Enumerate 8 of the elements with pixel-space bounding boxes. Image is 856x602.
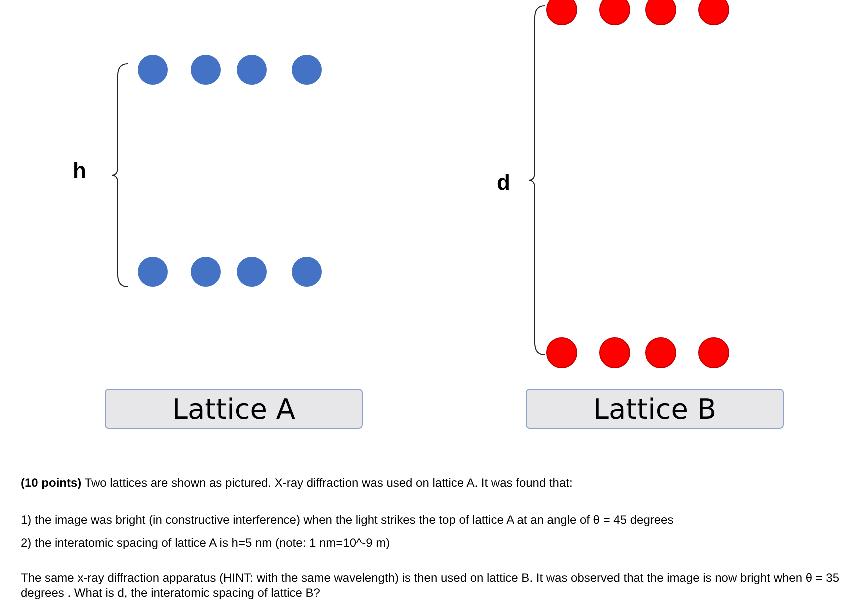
lattice-label: Lattice B bbox=[526, 389, 784, 429]
dimension-label: h bbox=[73, 158, 86, 184]
question-text: (10 points) Two lattices are shown as pictured. X-ray diffraction was used on lattice A. It was found that: bbox=[21, 476, 574, 491]
question-text: 1) the image was bright (in constructive interference) when the light strikes the top of lattice A at an angle of θ = 45 degrees bbox=[21, 513, 675, 528]
dimension-label: d bbox=[497, 170, 510, 196]
question-text: 2) the interatomic spacing of lattice A is h=5 nm (note: 1 nm=10^-9 m) bbox=[21, 536, 392, 551]
question-text: The same x-ray diffraction apparatus (HINT: with the same wavelength) is then used on lattice B. It was observed that the image is now bright when θ = 35 degrees . What is d, the interatomic spacing of lattice B? bbox=[21, 571, 841, 601]
lattice-label: Lattice A bbox=[105, 389, 363, 429]
